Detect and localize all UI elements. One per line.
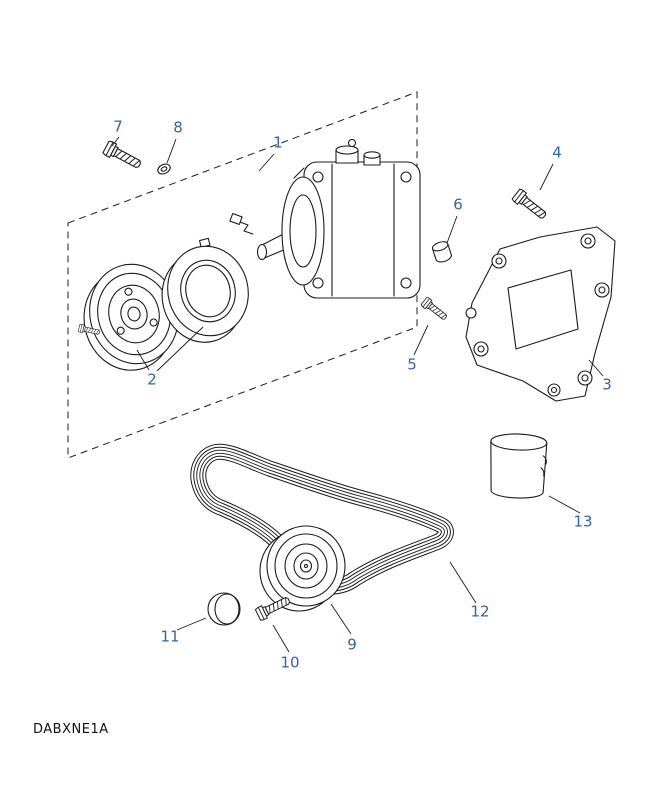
clutch-pulley [83, 263, 179, 371]
callout-10[interactable]: 10 [280, 653, 300, 672]
diagram-code: DABXNE1A [33, 722, 109, 737]
bolt-4 [511, 187, 550, 223]
callout-1[interactable]: 1 [273, 133, 283, 152]
callout-2[interactable]: 2 [147, 370, 157, 389]
callout-4[interactable]: 4 [552, 143, 562, 162]
callout-7[interactable]: 7 [113, 117, 123, 136]
assembly-box-outline [67, 91, 418, 459]
idler-pulley [259, 525, 346, 612]
drive-belt [190, 443, 454, 595]
clutch-coil [161, 237, 249, 343]
callout-11[interactable]: 11 [160, 627, 180, 646]
callout-3[interactable]: 3 [602, 375, 612, 394]
callout-8[interactable]: 8 [173, 118, 183, 137]
callout-6[interactable]: 6 [453, 195, 463, 214]
compressor [229, 138, 421, 299]
callout-12[interactable]: 12 [470, 602, 490, 621]
bolt-5 [420, 296, 450, 323]
spacer-6 [431, 241, 453, 263]
callout-5[interactable]: 5 [407, 355, 417, 374]
callout-13[interactable]: 13 [573, 512, 593, 531]
callout-9[interactable]: 9 [347, 635, 357, 654]
cap-disc [207, 592, 241, 626]
hose [490, 433, 548, 499]
washer-8 [157, 163, 171, 175]
bolt-7 [101, 139, 144, 173]
leader-lines [111, 136, 604, 653]
mounting-bracket [465, 226, 616, 402]
